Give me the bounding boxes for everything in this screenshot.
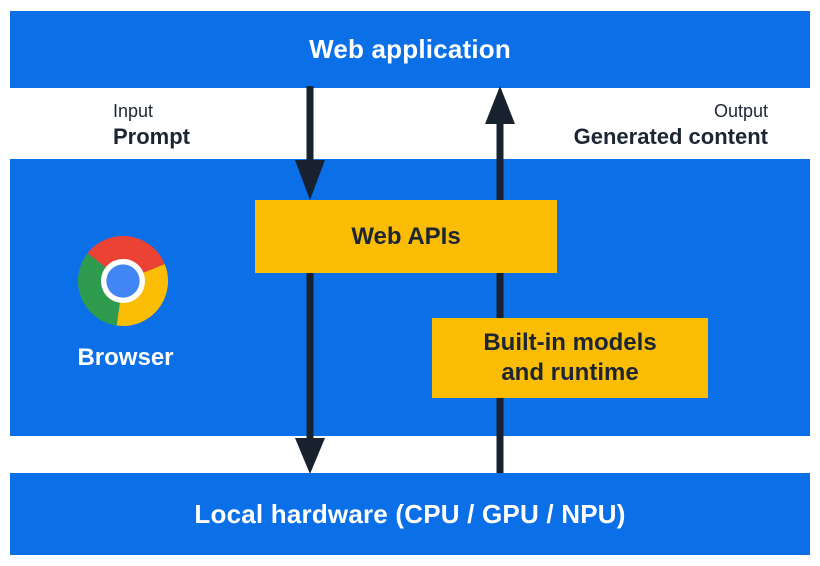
output-label-group: Output Generated content xyxy=(574,99,768,150)
builtin-models-label-line1: Built-in models xyxy=(483,329,657,356)
builtin-models-box: Built-in models and runtime xyxy=(432,318,708,398)
local-hardware-bar: Local hardware (CPU / GPU / NPU) xyxy=(10,473,810,555)
output-value-generated-content: Generated content xyxy=(573,124,768,149)
chrome-logo-icon xyxy=(78,236,168,326)
web-application-bar: Web application xyxy=(10,11,810,88)
browser-label: Browser xyxy=(77,344,174,371)
input-title: Input xyxy=(113,101,154,121)
input-label-group: Input Prompt xyxy=(113,99,190,150)
output-title: Output xyxy=(713,101,768,121)
web-apis-label: Web APIs xyxy=(351,222,461,250)
web-apis-box: Web APIs xyxy=(255,200,557,273)
builtin-models-label-line2: and runtime xyxy=(501,359,639,386)
web-application-label: Web application xyxy=(309,34,511,64)
local-hardware-label: Local hardware (CPU / GPU / NPU) xyxy=(194,498,626,529)
input-value-prompt: Prompt xyxy=(113,124,190,149)
